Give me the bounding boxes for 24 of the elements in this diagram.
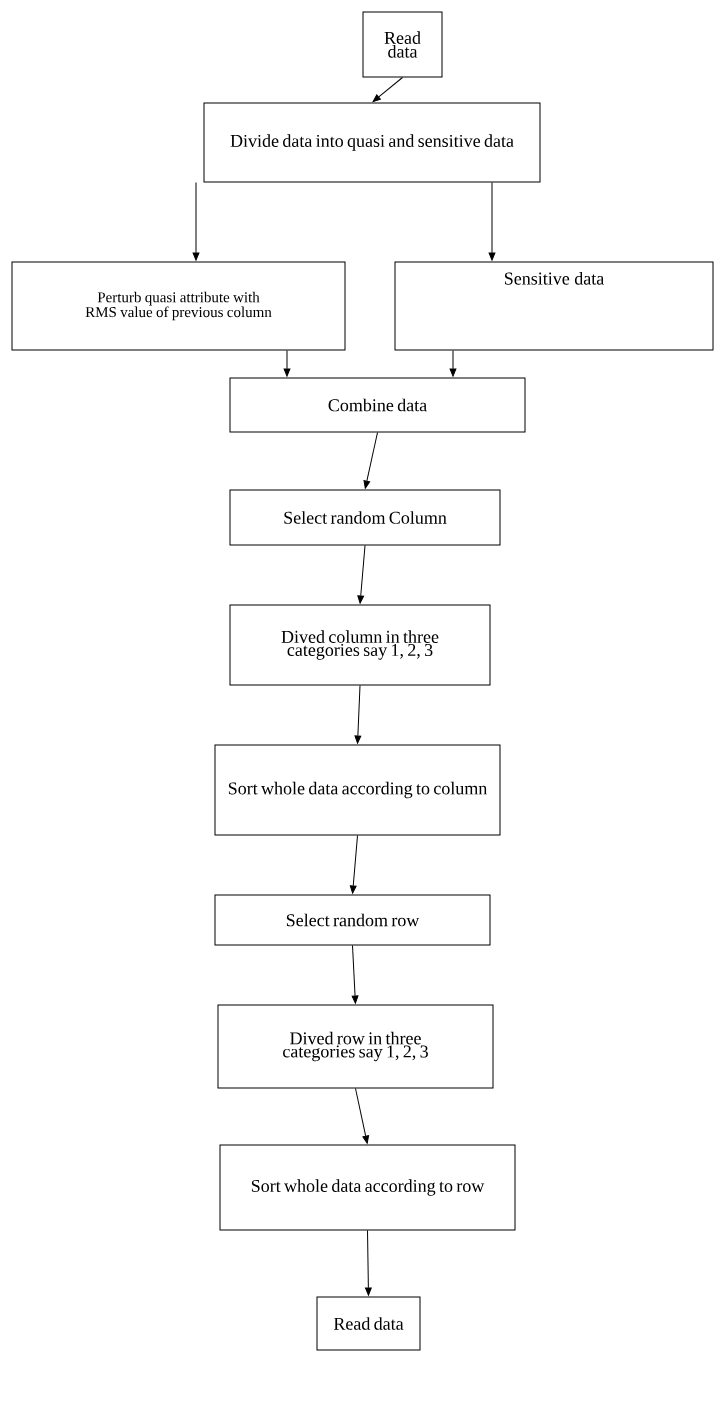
arrow <box>354 685 362 744</box>
arrow <box>449 350 457 377</box>
arrow <box>351 945 359 1004</box>
arrow <box>363 432 378 489</box>
process-box: Read data <box>362 11 443 78</box>
process-box: Perturb quasi attribute with RMS value of previous column <box>11 261 346 351</box>
arrow <box>357 545 366 604</box>
process-box: Divide data into quasi and sensitive data <box>203 102 541 183</box>
process-box: Dived column in three categories say 1, 2, 3 <box>229 604 491 686</box>
process-box: Sensitive data <box>394 261 714 351</box>
arrow <box>488 182 496 261</box>
process-box: Select random Column <box>229 489 501 546</box>
arrow <box>349 835 358 894</box>
process-box: Combine data <box>229 377 526 433</box>
arrow <box>192 182 200 261</box>
process-box: Sort whole data according to column <box>214 744 501 836</box>
arrow <box>372 77 403 103</box>
process-box: Sort whole data according to row <box>219 1144 516 1231</box>
arrow <box>365 1230 372 1296</box>
process-box: Select random row <box>214 894 491 946</box>
process-box: Read data <box>316 1296 421 1351</box>
arrow <box>355 1088 370 1144</box>
arrow <box>283 350 291 377</box>
process-box: Dived row in three categories say 1, 2, 3 <box>217 1004 494 1089</box>
